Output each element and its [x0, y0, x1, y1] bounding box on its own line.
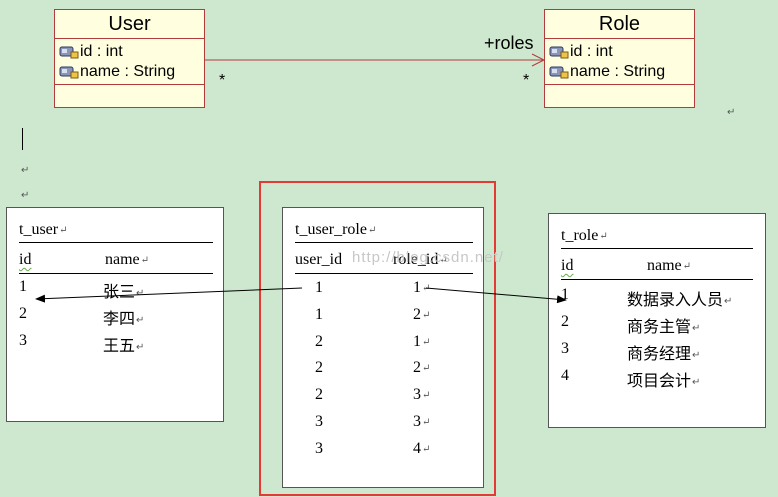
fk-arrow-user: [35, 287, 303, 303]
table-cell: 数据录入人员↵: [627, 290, 733, 309]
table-cell: 3: [19, 332, 27, 349]
association-line: [205, 53, 546, 67]
table-cell: 3↵: [413, 386, 431, 404]
uml-attribute-text: id : int: [80, 43, 123, 60]
return-mark-icon: ↵: [422, 309, 431, 321]
table-divider: [295, 242, 473, 243]
return-mark-icon: ↵: [692, 377, 701, 388]
table-cell: 2: [315, 386, 323, 404]
return-mark-icon: ↵: [21, 190, 30, 201]
return-mark-icon: ↵: [422, 363, 431, 375]
fk-arrow-role: [425, 287, 567, 304]
uml-class-title: User: [55, 10, 204, 39]
table-divider: [19, 273, 213, 274]
return-mark-icon: ↵: [692, 350, 701, 361]
uml-attributes: id : int name : String: [55, 39, 204, 85]
table-cell: 3: [561, 340, 569, 357]
return-mark-icon: ↵: [422, 390, 431, 402]
uml-class-role: Role id : int name : String: [544, 9, 695, 108]
uml-class-user: User id : int name : String: [54, 9, 205, 108]
return-mark-icon: ↵: [136, 315, 145, 326]
table-cell: 1↵: [413, 332, 431, 350]
table-cell: 李四↵: [103, 309, 145, 328]
table-cell: 王五↵: [103, 336, 145, 355]
multiplicity-right: *: [523, 72, 530, 89]
uml-attribute: name : String: [59, 62, 204, 82]
table-name: t_role↵: [561, 227, 608, 244]
table-cell: 项目会计↵: [627, 371, 701, 390]
table-cell: 4↵: [413, 439, 431, 457]
column-header: id: [19, 251, 32, 268]
return-mark-icon: ↵: [422, 417, 431, 428]
uml-attribute-text: name : String: [570, 63, 666, 80]
table-cell: 1: [561, 286, 569, 303]
watermark: http://blog.csdn.net/: [352, 249, 504, 266]
field-icon: [549, 46, 569, 59]
return-mark-icon: ↵: [136, 288, 145, 299]
table-divider: [561, 248, 753, 249]
table-cell: 商务主管↵: [627, 317, 701, 336]
table-cell: 3↵: [413, 413, 431, 430]
field-icon: [59, 66, 79, 79]
table-cell: 1: [315, 279, 323, 296]
column-header: name↵: [105, 251, 150, 268]
column-header: user_id: [295, 251, 343, 268]
uml-attribute: id : int: [549, 42, 694, 62]
table-divider: [295, 273, 473, 274]
uml-attribute-text: name : String: [80, 63, 176, 80]
column-header: id: [561, 257, 574, 274]
return-mark-icon: ↵: [422, 443, 431, 455]
field-icon: [59, 46, 79, 59]
return-mark-icon: ↵: [692, 323, 701, 334]
table-cell: 1: [315, 305, 323, 323]
table-cell: 4: [561, 367, 569, 384]
table-cell: 商务经理↵: [627, 344, 701, 363]
table-cell: 3: [315, 439, 323, 457]
association-role-label: +roles: [484, 33, 534, 53]
text-cursor: [22, 128, 23, 150]
return-mark-icon: ↵: [724, 296, 733, 307]
column-header: role_id↵: [393, 251, 448, 268]
table-name: t_user↵: [19, 221, 68, 238]
uml-attribute: name : String: [549, 62, 694, 82]
table-cell: 2: [315, 332, 323, 350]
table-cell: 2: [561, 313, 569, 330]
table-name: t_user_role↵: [295, 221, 377, 238]
uml-class-title: Role: [545, 10, 694, 39]
return-mark-icon: ↵: [727, 107, 736, 118]
table-cell: 2↵: [413, 305, 431, 323]
column-header: name↵: [647, 257, 692, 274]
table-divider: [19, 242, 213, 243]
field-icon: [549, 66, 569, 79]
return-mark-icon: ↵: [136, 342, 145, 353]
return-mark-icon: ↵: [21, 165, 30, 176]
table-cell: 2: [315, 359, 323, 377]
table-divider: [561, 279, 753, 280]
uml-attribute-text: id : int: [570, 43, 613, 60]
table-t-role: t_role↵ id name↵ 1 数据录入人员↵ 2 商务主管↵ 3 商务经理↵ 4 项目…: [548, 213, 766, 428]
highlight-box: [259, 181, 496, 496]
table-cell: 1: [19, 278, 27, 295]
table-cell: 2: [19, 305, 27, 322]
uml-attributes: id : int name : String: [545, 39, 694, 85]
table-cell: 3: [315, 413, 323, 430]
return-mark-icon: ↵: [422, 336, 431, 348]
multiplicity-left: *: [219, 72, 226, 89]
table-cell: 2↵: [413, 359, 431, 377]
uml-attribute: id : int: [59, 42, 204, 62]
